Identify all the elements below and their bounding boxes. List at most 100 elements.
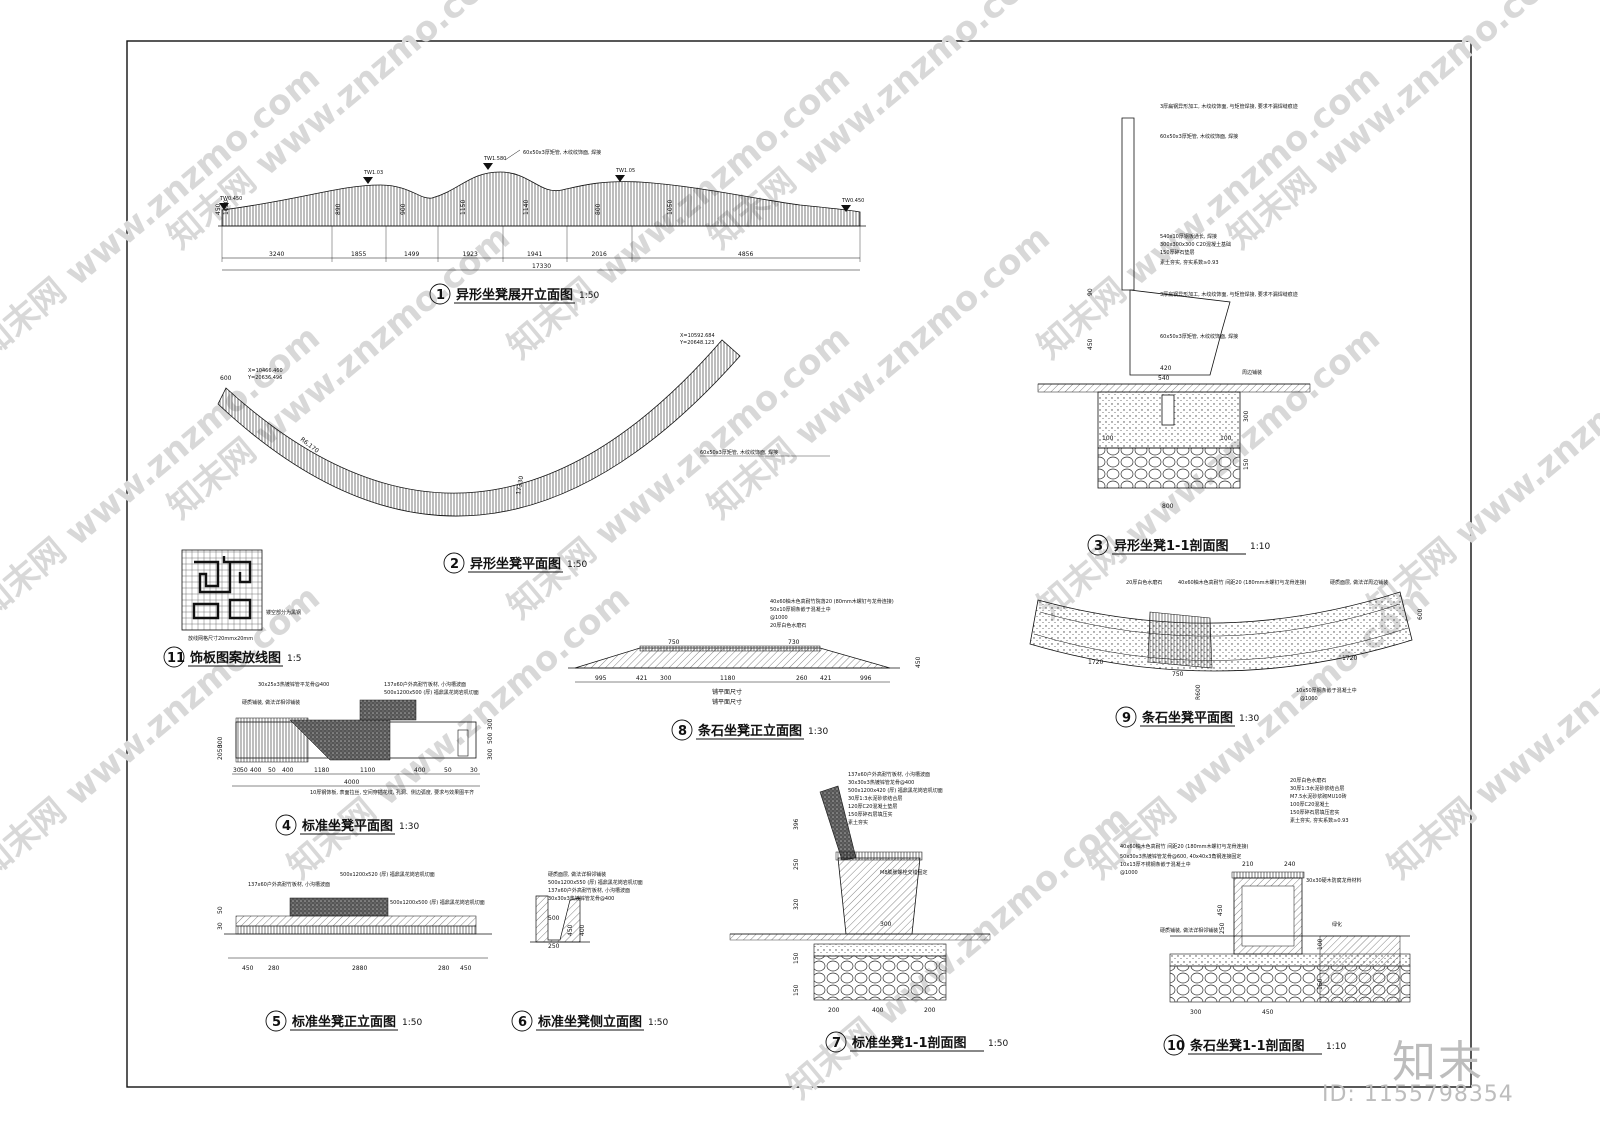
section-note: 50x30x3热镀锌管龙骨@600, 40x40x3角钢连接固定 xyxy=(1120,853,1241,860)
drawing-number-circle xyxy=(275,814,297,836)
plan-note: 硬质面层, 做法详周边铺装 xyxy=(1330,579,1388,586)
level-mark: TW0.450 xyxy=(841,198,864,204)
drawing-title: 标准坐凳1-1剖面图 xyxy=(851,1035,967,1051)
drawing-title: 标准坐凳正立面图 xyxy=(291,1014,396,1030)
vdim: 150 xyxy=(793,984,800,996)
coord-right-y: Y=20648.123 xyxy=(679,340,714,346)
svg-text:1720: 1720 xyxy=(1088,659,1103,666)
drawing-3-section: 3厚扁钢异形加工, 木纹纹饰面, 与矩管焊接, 要求不漏焊缝痕迹 60x50x3厚… xyxy=(1037,103,1311,510)
drawing-number-circle xyxy=(1163,1034,1185,1056)
seat-profile xyxy=(1129,289,1231,376)
dim-label: 400 xyxy=(414,767,426,774)
drawing-scale: 1:10 xyxy=(1326,1042,1346,1052)
dim-label: 30 xyxy=(470,767,478,774)
watermark-logo: 知末 xyxy=(1392,1037,1484,1088)
drawing-title: 条石坐凳正立面图 xyxy=(698,723,802,739)
drawing-scale: 1:30 xyxy=(808,727,828,737)
section-note: @1000 xyxy=(1120,870,1138,876)
section-note: 3厚扁钢异形加工, 木纹纹饰面, 与矩管焊接, 要求不漏焊缝痕迹 xyxy=(1160,291,1298,298)
drawing-2-plan: X=10466.460 X=10592.684 600 R6,170 17330… xyxy=(217,333,830,517)
dim-label: 1923 xyxy=(463,251,478,258)
dim-label: 1100 xyxy=(360,767,375,774)
drawing-scale: 1:50 xyxy=(648,1018,668,1028)
section-note: 素土夯实, 夯实系数≥0.93 xyxy=(1160,259,1219,266)
dim-label: 240 xyxy=(1284,861,1296,868)
vdim: 450 xyxy=(567,924,574,936)
section-note: 3厚扁钢异形加工, 木纹纹饰面, 与矩管焊接, 要求不漏焊缝痕迹 xyxy=(1160,103,1298,110)
dim-label: 2016 xyxy=(592,251,607,258)
section-note: 150厚碎石层填压实 xyxy=(848,811,893,818)
vdim: 450 xyxy=(1217,904,1224,916)
sheet-border xyxy=(126,40,1472,1088)
vdim: 396 xyxy=(793,818,800,830)
height-label: 1050 xyxy=(223,200,230,215)
elev-note: 137x60户外高耐竹板材, 小沟槽波面 xyxy=(248,881,330,888)
vdim: 500 xyxy=(487,732,494,744)
plan-note: 10厚钢饰板, 表面拉丝, 空间穿插花纹, 孔洞、侧边弧度, 要求与效果图平齐 xyxy=(310,789,474,796)
drawing-number-circle xyxy=(511,1010,533,1032)
watermark-text: 知末网 www.znzmo.com xyxy=(1220,0,1578,257)
elev-note: 500x1200x550 (厚) 福鼎黑花岗岩机切面 xyxy=(548,879,643,886)
vdim: 150 xyxy=(1317,978,1324,990)
drawing-scale: 1:50 xyxy=(567,560,587,570)
dim-label: 400 xyxy=(250,767,262,774)
vdim: 300 xyxy=(487,718,494,730)
section-note: 30x30x3热镀锌管龙骨@400 xyxy=(848,779,914,786)
drawing-number-circle xyxy=(265,1010,287,1032)
dim-label: 450 xyxy=(1262,1009,1274,1016)
vdim: 250 xyxy=(1219,922,1226,934)
drawing-scale: 1:5 xyxy=(287,654,301,664)
svg-text:1720: 1720 xyxy=(1342,655,1357,662)
drawing-11-pattern: 镂空部分为黑钢 放线网格尺寸20mmx20mm xyxy=(181,549,301,642)
section3-pave: 周边铺装 xyxy=(1242,369,1262,376)
section-note: 素土夯实, 夯实系数≥0.93 xyxy=(1290,817,1349,824)
total-dim: 17330 xyxy=(532,263,551,270)
section-note: 绿化 xyxy=(1332,921,1342,928)
svg-text:600: 600 xyxy=(1417,608,1424,620)
section-note: 540x10厚钢板通长, 焊接 xyxy=(1160,233,1217,240)
drawing-number-circle xyxy=(1115,706,1137,728)
drawing-number: 3 xyxy=(1094,539,1103,554)
svg-text:100: 100 xyxy=(1220,435,1232,442)
coord-right: X=10592.684 xyxy=(680,333,715,339)
height-label: 890 xyxy=(335,203,342,215)
svg-text:150: 150 xyxy=(1243,458,1250,470)
elev-note: @1000 xyxy=(770,615,788,621)
drawing-title: 异形坐凳1-1剖面图 xyxy=(1114,538,1229,554)
elev-note: 硬质面层, 做法详相邻铺装 xyxy=(548,871,606,878)
level-mark: TW0.450 xyxy=(219,196,242,202)
drawing-number: 2 xyxy=(450,557,459,572)
dim-label: 450 xyxy=(242,965,254,972)
image-id: ID: 1155798354 xyxy=(1322,1082,1514,1107)
section-note: 40x60柚木色高耐竹 间距20 (180mm木螺钉与龙骨连接) xyxy=(1120,843,1248,850)
watermark-text: 知末网 www.znzmo.com xyxy=(700,218,1058,527)
dim-label: 210 xyxy=(1242,861,1254,868)
vdim: 50 xyxy=(217,906,224,914)
svg-text:300: 300 xyxy=(1243,410,1250,422)
section-note: 60x50x3厚矩管, 木纹纹饰面, 焊接 xyxy=(1160,133,1238,140)
dim-label: 4856 xyxy=(738,251,753,258)
drawing-scale: 1:50 xyxy=(402,1018,422,1028)
svg-text:540: 540 xyxy=(1158,375,1170,382)
dim-label: 421 xyxy=(636,675,648,682)
vdim: 100 xyxy=(1317,938,1324,950)
plan2-width: 600 xyxy=(220,375,232,382)
plan2-chord: 17330 xyxy=(515,475,525,495)
level-mark: TW1.03 xyxy=(363,170,383,176)
plan-note: 30x25x3热镀锌管平龙骨@400 xyxy=(258,681,329,688)
dim-label: 280 xyxy=(268,965,280,972)
svg-text:420: 420 xyxy=(1160,365,1172,372)
drawing-number: 8 xyxy=(678,724,687,739)
drawing-number: 4 xyxy=(282,819,291,834)
elev-note: 500x1200x500 (厚) 福鼎黑花岗岩机切面 xyxy=(390,899,485,906)
section-note: 300x300x300 C20混凝土基础 xyxy=(1160,241,1231,248)
dim-label: 30 xyxy=(233,767,241,774)
vdim: 150 xyxy=(793,952,800,964)
coord-left: X=10466.460 xyxy=(248,368,283,374)
height-label: 1140 xyxy=(523,200,530,215)
pattern-grid xyxy=(181,549,263,631)
section-note: M7.5水泥砂浆砌MU10砖 xyxy=(1290,793,1347,800)
